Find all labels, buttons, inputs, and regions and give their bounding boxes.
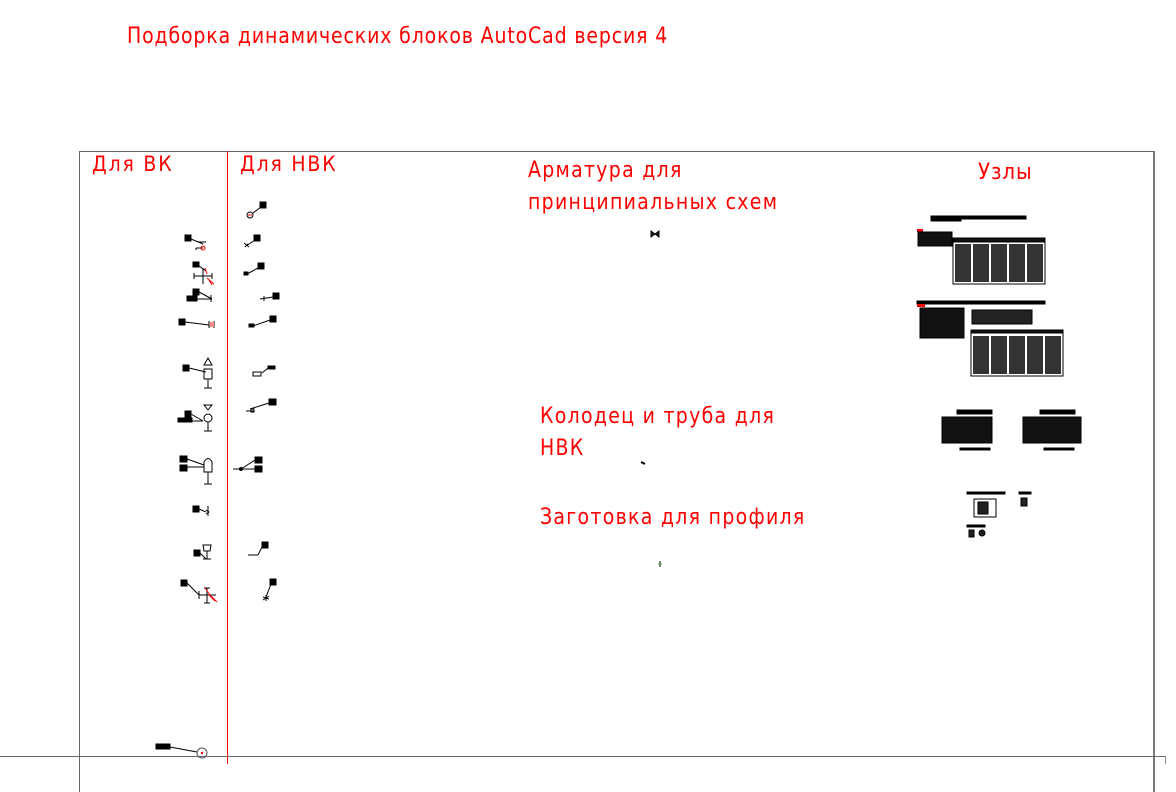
armature-label-line2: принципиальных схем [528,190,779,215]
vk-block-9[interactable] [193,544,212,560]
section-label-nodes: Узлы [978,160,1033,185]
column-divider [227,151,228,764]
vk-block-3[interactable] [186,288,213,302]
nvk-block-3[interactable] [243,262,265,276]
vk-block-2[interactable] [192,261,215,286]
profile-template-block[interactable] [658,561,662,567]
node-block-1[interactable] [917,215,1046,285]
section-label-well: Колодец и труба для НВК [540,401,775,465]
nvk-block-5[interactable] [248,315,277,328]
vk-block-1[interactable] [184,234,206,251]
section-label-armature: Арматура для принципиальных схем [528,155,778,219]
node-block-4[interactable] [1022,409,1082,451]
section-label-profile: Заготовка для профиля [540,505,806,530]
well-pipe-block[interactable] [640,461,646,465]
nvk-block-8[interactable] [233,456,263,473]
node-block-2[interactable] [916,300,1064,377]
vk-block-11[interactable] [155,743,208,759]
armature-valve-block[interactable] [650,230,660,238]
nvk-block-10[interactable] [262,578,277,601]
cad-canvas[interactable] [0,0,1176,764]
vk-block-10[interactable] [180,579,218,604]
well-label-line2: НВК [540,436,585,461]
drawing-title: Подборка динамических блоков AutoCad вер… [127,24,669,49]
viewport-bottom-edge [0,756,1166,757]
nvk-block-7[interactable] [246,398,277,413]
nvk-block-2[interactable] [243,234,261,248]
nvk-block-6[interactable] [252,365,276,377]
node-block-5[interactable] [966,491,1006,538]
vk-block-6[interactable] [177,404,214,432]
vk-block-5[interactable] [182,356,213,389]
viewport-corner-mark [1165,756,1166,764]
vk-block-8[interactable] [192,505,210,516]
node-block-3[interactable] [941,409,993,451]
nvk-block-4[interactable] [259,292,280,301]
node-block-6[interactable] [1018,491,1032,507]
section-label-nvk: Для НВК [240,152,338,176]
nvk-block-1[interactable] [246,201,267,219]
drawing-frame [79,151,1155,792]
vk-block-7[interactable] [179,455,213,485]
vk-block-4[interactable] [178,318,215,328]
section-label-vk: Для ВК [92,152,174,176]
well-label-line1: Колодец и труба для [540,404,776,429]
nvk-block-9[interactable] [248,541,269,556]
armature-label-line1: Арматура для [528,158,683,183]
